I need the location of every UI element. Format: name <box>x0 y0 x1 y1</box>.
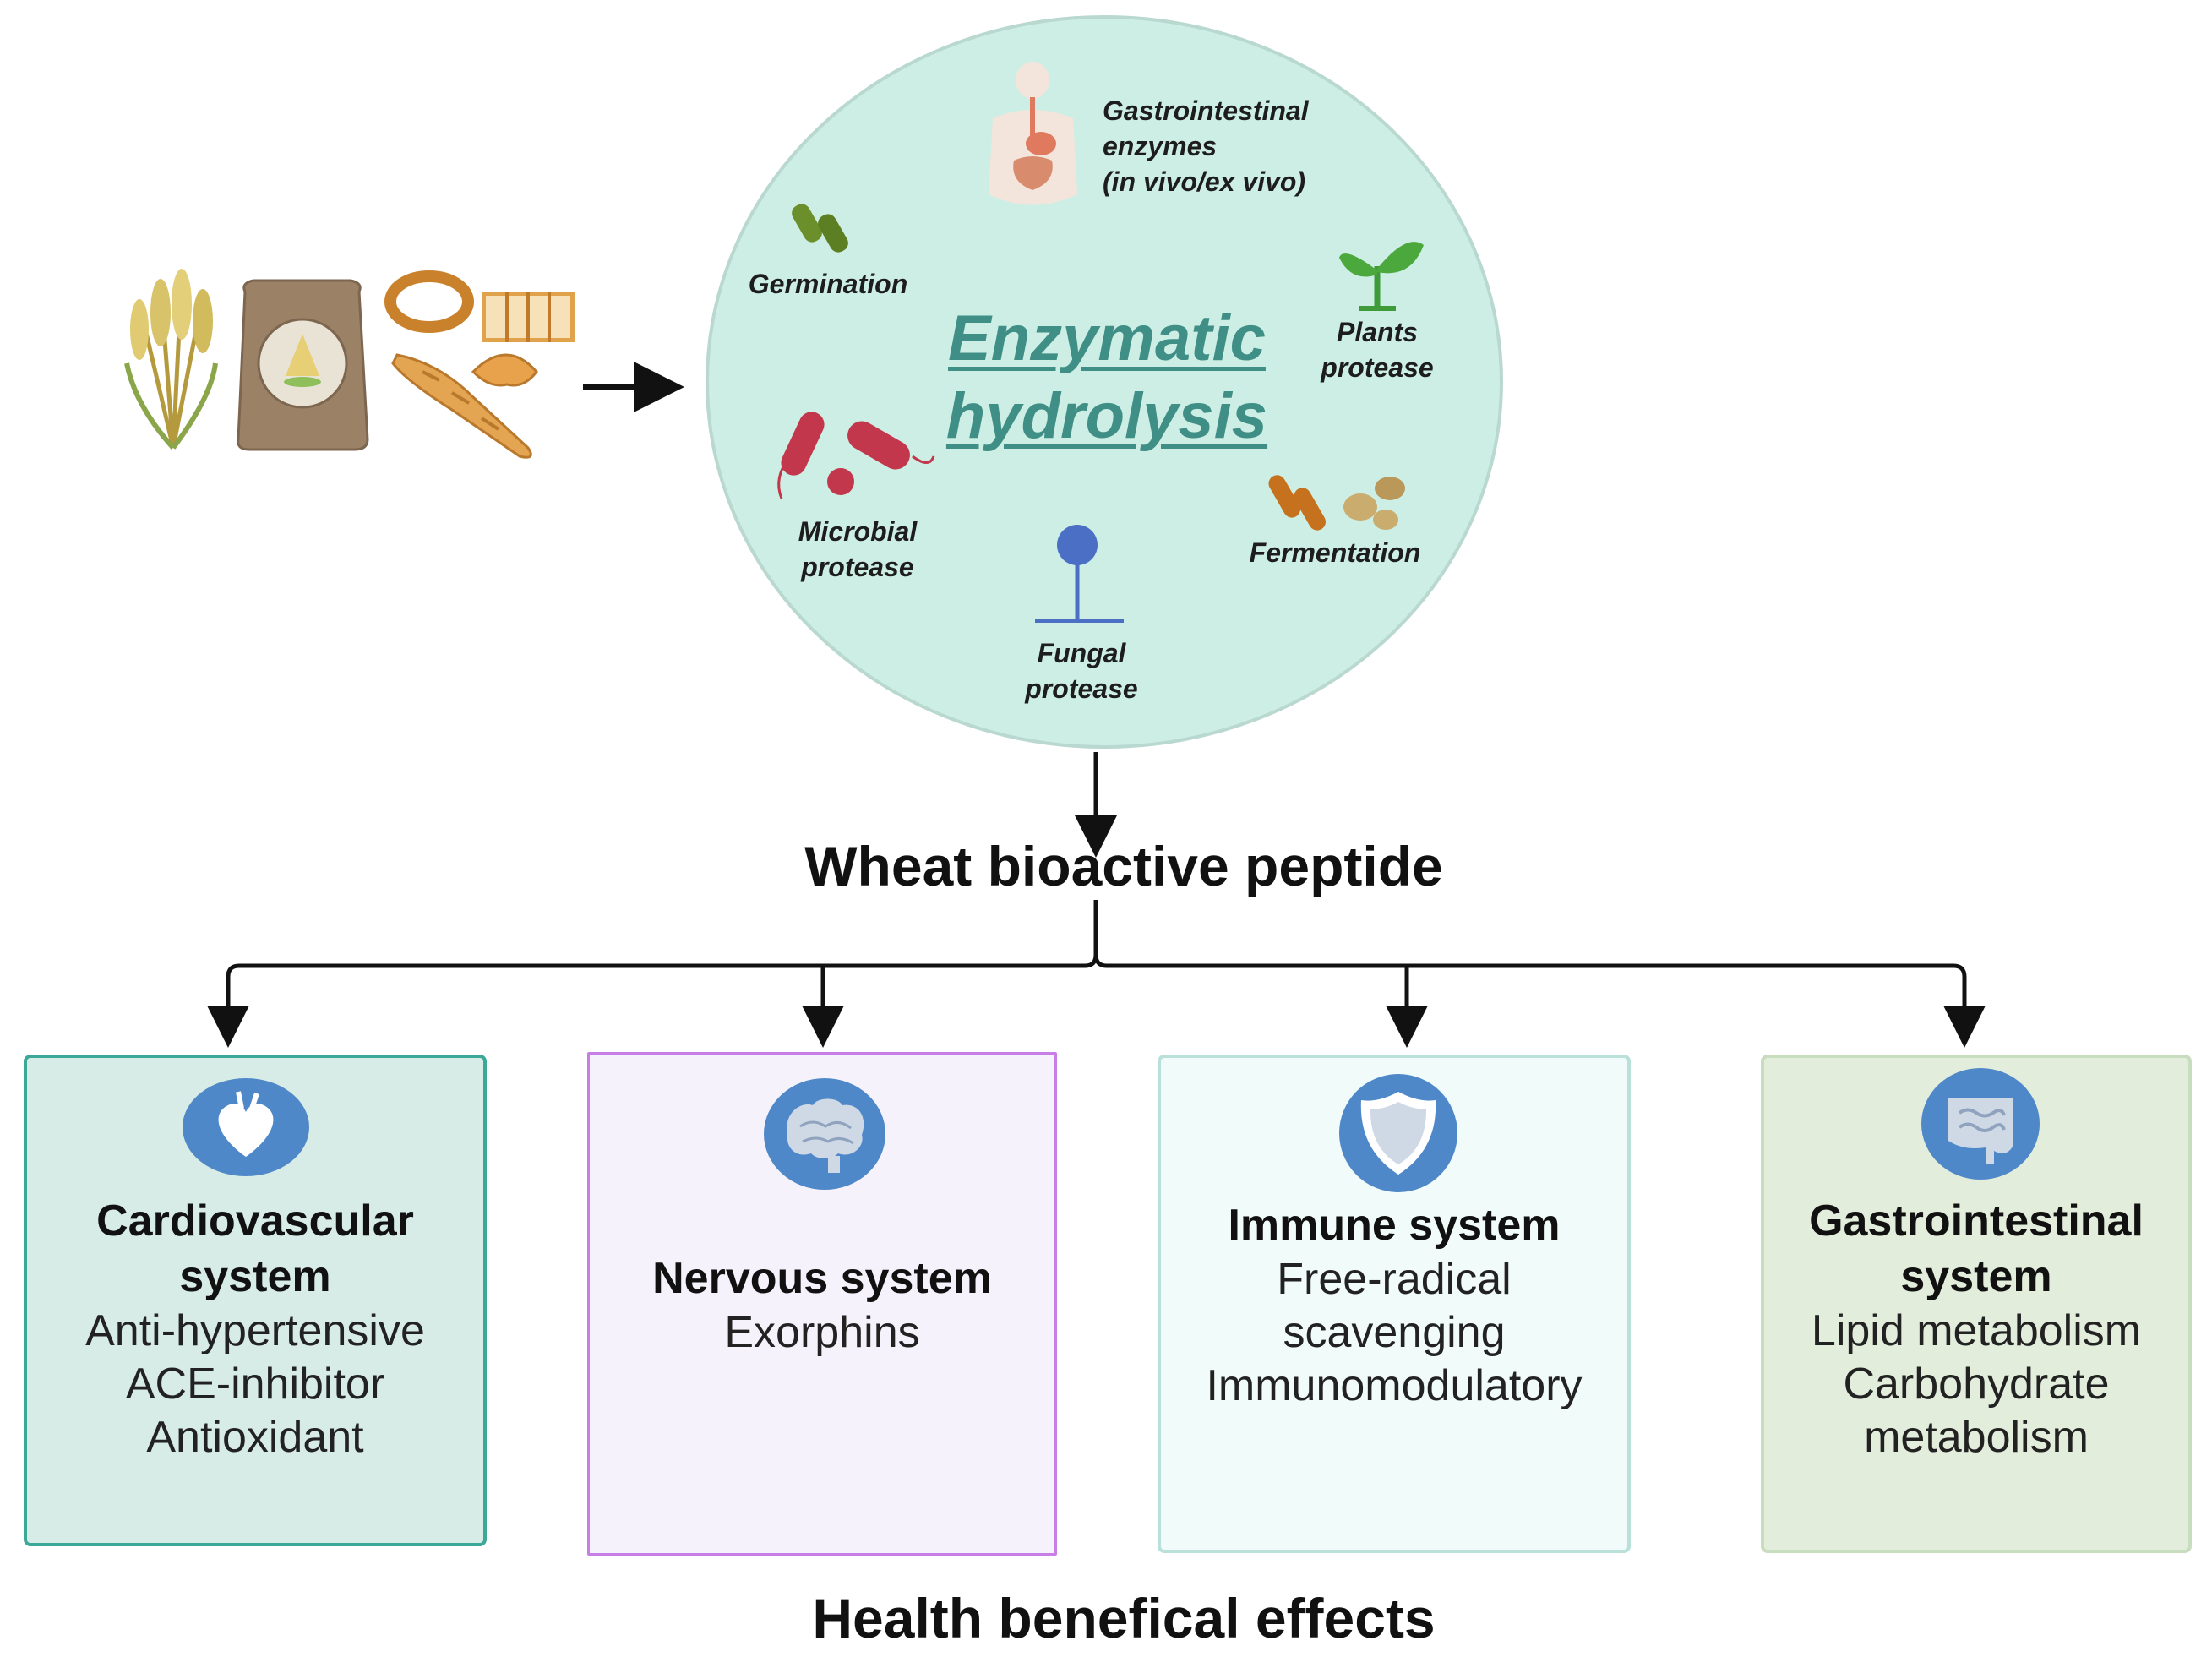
effect-item: Free-radical <box>1277 1255 1512 1304</box>
nervous-title: Nervous system <box>652 1254 992 1303</box>
gastrointestinal-title-2: system <box>1900 1252 2052 1301</box>
effect-item: scavenging <box>1283 1308 1506 1357</box>
effect-item: Antioxidant <box>146 1413 364 1462</box>
footer-label: Health benefical effects <box>812 1587 1436 1649</box>
label-microbial-protease: Microbial protease <box>798 516 918 582</box>
germination-icon <box>792 204 848 253</box>
effect-item: Carbohydrate <box>1843 1360 2110 1409</box>
gastrointestinal-box: Gastrointestinal system Lipid metabolism… <box>1761 1055 2192 1553</box>
arrow-to-gastrointestinal <box>1093 954 1986 1048</box>
hydrolysis-circle <box>706 15 1503 749</box>
cardiovascular-title: Cardiovascular <box>96 1196 414 1245</box>
bacteria-icon <box>777 412 935 499</box>
heart-icon <box>183 1078 309 1176</box>
immune-box: Immune system Free-radical scavenging Im… <box>1158 1055 1631 1553</box>
flour-sack-icon <box>237 279 369 451</box>
center-label: Wheat bioactive peptide <box>804 835 1443 897</box>
digestive-system-icon <box>989 62 1077 205</box>
fermentation-icon <box>1268 475 1405 531</box>
effect-item: Lipid metabolism <box>1811 1306 2142 1355</box>
label-germination: Germination <box>748 269 908 299</box>
nervous-box: Nervous system Exorphins <box>587 1052 1057 1556</box>
gastrointestinal-title: Gastrointestinal <box>1809 1196 2144 1245</box>
label-fungal-protease: Fungal protease <box>1025 638 1138 704</box>
label-plants-protease: Plants protease <box>1321 317 1434 383</box>
immune-title: Immune system <box>1228 1201 1561 1250</box>
intestine-icon <box>1921 1068 2040 1180</box>
enzymatic-hydrolysis-title: Enzymatic hydrolysis <box>945 303 1268 452</box>
brain-icon <box>764 1078 885 1190</box>
effect-item: Anti-hypertensive <box>85 1306 425 1355</box>
label-gastrointestinal-enzymes: Gastrointestinal enzymes (in vivo/ex viv… <box>1103 95 1309 197</box>
label-fermentation: Fermentation <box>1249 537 1421 568</box>
effect-item: ACE-inhibitor <box>125 1360 385 1409</box>
effect-item: Exorphins <box>724 1308 920 1357</box>
plant-sprout-icon <box>1339 242 1424 311</box>
cardiovascular-box: Cardiovascular system Anti-hypertensive … <box>24 1055 487 1546</box>
effect-item: metabolism <box>1864 1413 2089 1462</box>
bread-products-icon <box>384 270 575 459</box>
effect-item: Immunomodulatory <box>1206 1361 1583 1410</box>
arrow-to-cardiovascular <box>207 900 1098 1048</box>
shield-icon <box>1339 1074 1457 1192</box>
fungus-icon <box>1035 525 1124 623</box>
cardiovascular-title-2: system <box>179 1252 331 1301</box>
wheat-plant-icon <box>124 269 218 450</box>
